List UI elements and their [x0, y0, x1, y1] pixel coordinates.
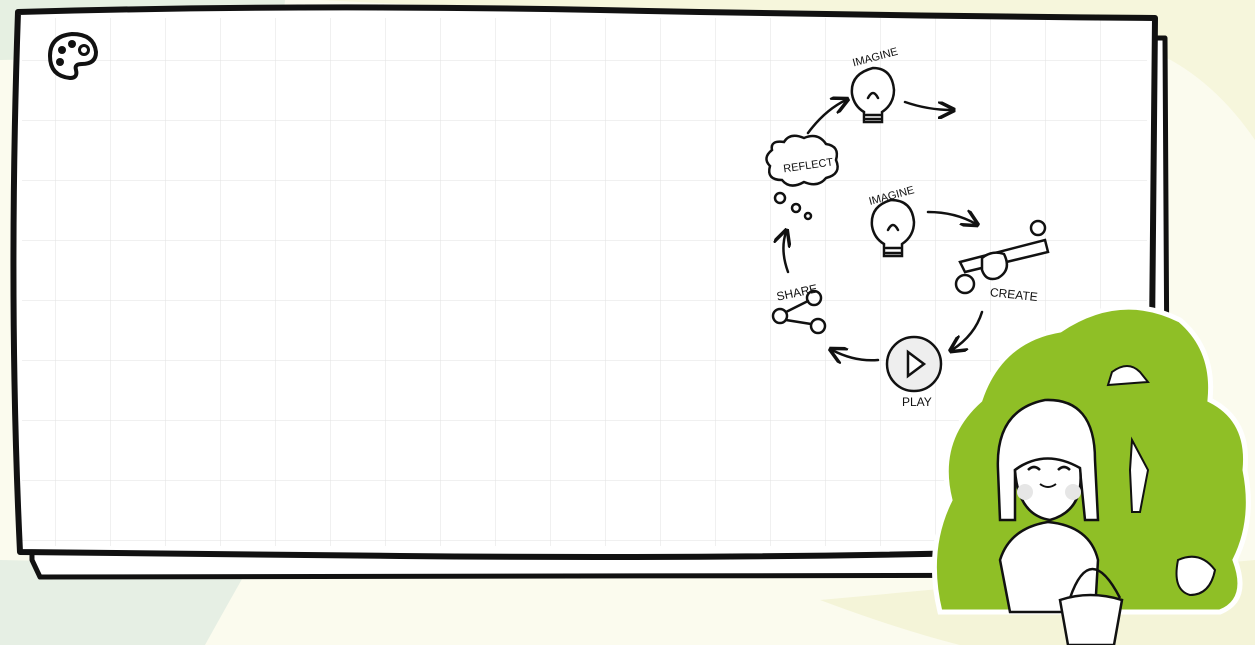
palette-icon: [44, 30, 100, 82]
step-label-play: PLAY: [902, 395, 932, 409]
palette-button[interactable]: [44, 30, 100, 82]
play-icon: [887, 337, 941, 391]
